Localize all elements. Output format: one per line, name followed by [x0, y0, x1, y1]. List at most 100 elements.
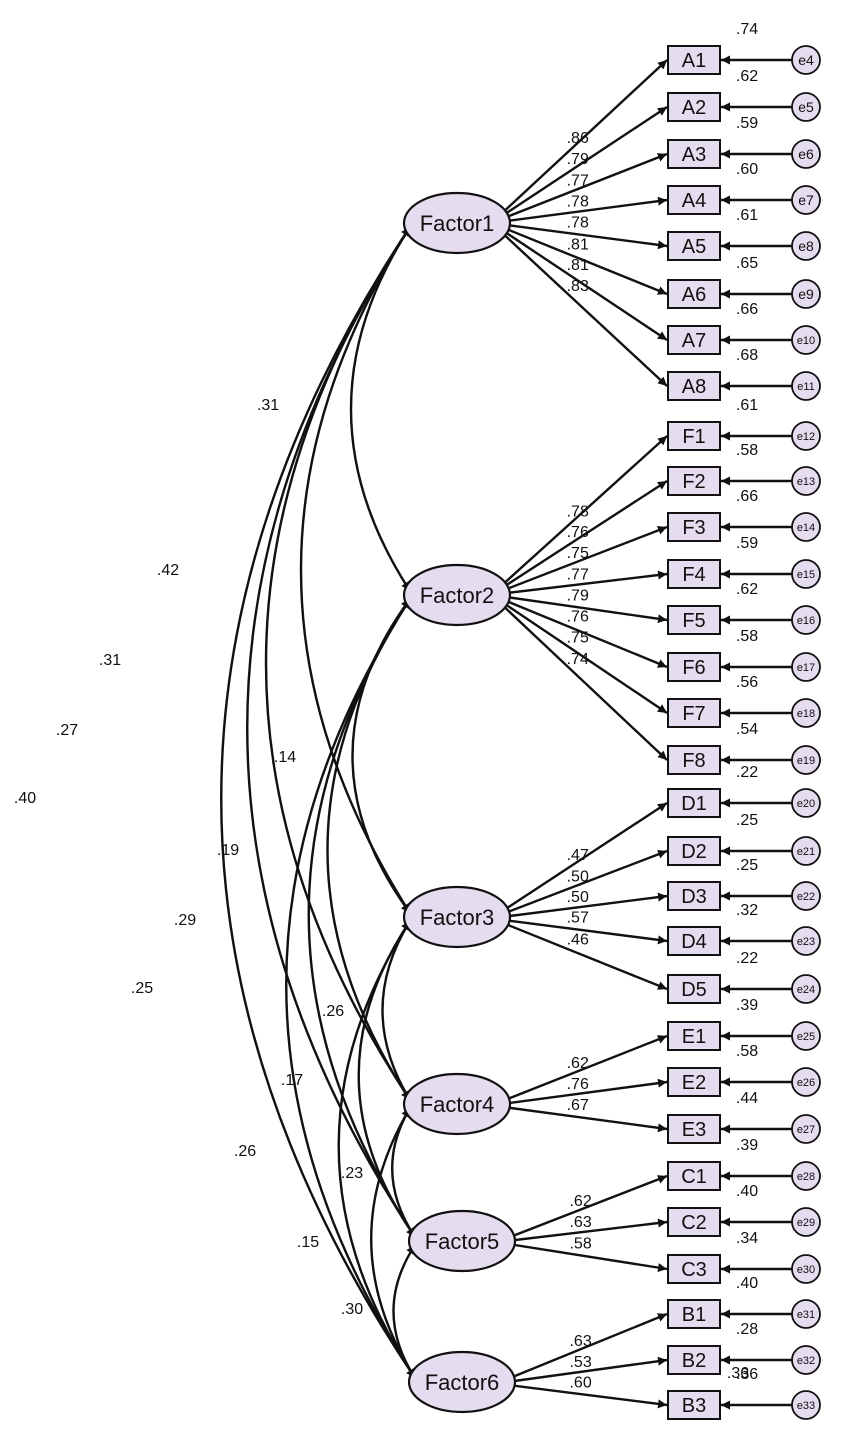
indicator-node: E3 — [667, 1114, 721, 1144]
indicator-node: D5 — [667, 974, 721, 1004]
indicator-label: F3 — [682, 517, 705, 539]
factor-ellipse — [407, 1350, 517, 1414]
indicator-node: C3 — [667, 1254, 721, 1284]
error-term: e27 — [791, 1114, 821, 1144]
correlation-arc — [285, 598, 417, 1379]
error-term: e4 — [791, 45, 821, 75]
error-label: e21 — [797, 846, 815, 858]
loading-arrow — [506, 1312, 668, 1381]
loading-label: .62 — [567, 1055, 589, 1072]
indicator-label: E2 — [682, 1072, 706, 1094]
indicator-box — [667, 1114, 721, 1144]
r2-label: .60 — [736, 161, 758, 178]
r2-label: .62 — [736, 68, 758, 85]
error-label: e17 — [797, 662, 815, 674]
loading-label: .76 — [567, 524, 589, 541]
correlation-arc — [381, 920, 412, 1101]
loading-arrow — [501, 918, 668, 945]
error-label: e23 — [797, 936, 815, 948]
indicator-box — [667, 466, 721, 496]
indicator-label: A7 — [682, 330, 706, 352]
r2-label: .39 — [736, 1137, 758, 1154]
error-circle — [791, 788, 821, 818]
error-term: e22 — [791, 881, 821, 911]
loading-label: .75 — [567, 545, 589, 562]
r2-label: .58 — [736, 442, 758, 459]
indicator-label: B2 — [682, 1350, 706, 1372]
loading-arrow — [506, 1242, 668, 1273]
loading-label: .75 — [567, 630, 589, 647]
error-term: e14 — [791, 512, 821, 542]
r2-label: .65 — [736, 255, 758, 272]
indicator-box — [667, 1161, 721, 1191]
correlation-label: .26 — [234, 1143, 256, 1160]
error-circle — [791, 1207, 821, 1237]
loading-arrow — [501, 603, 668, 761]
error-label: e24 — [797, 984, 815, 996]
indicator-label: D2 — [681, 841, 707, 863]
error-label: e26 — [797, 1077, 815, 1089]
factor-node-3: Factor3 — [402, 885, 512, 949]
r2-label: .74 — [736, 21, 758, 38]
error-term: e24 — [791, 974, 821, 1004]
error-label: e18 — [797, 708, 815, 720]
indicator-label: F6 — [682, 657, 705, 679]
indicator-node: F3 — [667, 512, 721, 542]
correlation-arc — [220, 226, 416, 1379]
r2-label: .40 — [736, 1275, 758, 1292]
indicator-label: A5 — [682, 236, 706, 258]
loading-arrow — [501, 152, 668, 220]
indicator-label: D3 — [681, 886, 707, 908]
r2-label: .66 — [736, 488, 758, 505]
r2-label-trailing: .36 — [727, 1365, 749, 1382]
indicator-box — [667, 325, 721, 355]
factor-label: Factor3 — [420, 905, 495, 930]
indicator-label: F2 — [682, 471, 705, 493]
correlation-arc — [349, 226, 412, 592]
r2-label: .36 — [736, 1366, 758, 1383]
r2-label: .25 — [736, 812, 758, 829]
indicator-box — [667, 698, 721, 728]
indicator-node: D4 — [667, 926, 721, 956]
loading-arrow — [501, 1078, 668, 1106]
error-circle — [791, 139, 821, 169]
loading-arrow — [501, 105, 668, 218]
loading-arrow — [501, 196, 668, 223]
error-circle — [791, 745, 821, 775]
factor-node-4: Factor4 — [402, 1072, 512, 1136]
loading-layer — [501, 55, 792, 1410]
error-circle — [791, 231, 821, 261]
r2-label: .39 — [736, 997, 758, 1014]
loading-label: .77 — [567, 173, 589, 190]
r2-label: .22 — [736, 950, 758, 967]
r2-label: .32 — [736, 902, 758, 919]
loading-arrow — [501, 479, 668, 590]
loading-label: .50 — [567, 869, 589, 886]
correlation-label: .15 — [297, 1234, 319, 1251]
error-term: e5 — [791, 92, 821, 122]
loading-arrow — [506, 1218, 668, 1243]
loading-label: .78 — [567, 504, 589, 521]
loading-label: .60 — [569, 1374, 591, 1391]
indicator-box — [667, 279, 721, 309]
loading-label: .79 — [567, 587, 589, 604]
indicator-label: B3 — [682, 1395, 706, 1417]
indicator-node: F6 — [667, 652, 721, 682]
error-label: e20 — [797, 798, 815, 810]
label-layer: .86.74.79.62.77.59.78.60.78.61.81.65.81.… — [14, 21, 758, 1391]
indicator-node: F2 — [667, 466, 721, 496]
correlation-label: .14 — [274, 749, 296, 766]
correlation-arc — [390, 1107, 417, 1238]
loading-label: .62 — [569, 1193, 591, 1210]
indicator-node: B2 — [667, 1345, 721, 1375]
error-term: e21 — [791, 836, 821, 866]
loading-arrow — [501, 1105, 668, 1133]
error-label: e32 — [797, 1355, 815, 1367]
loading-arrow — [501, 598, 668, 669]
indicator-box — [667, 421, 721, 451]
error-label: e33 — [797, 1400, 815, 1412]
r2-label: .68 — [736, 347, 758, 364]
indicator-node: C1 — [667, 1161, 721, 1191]
error-label: e5 — [798, 99, 814, 115]
